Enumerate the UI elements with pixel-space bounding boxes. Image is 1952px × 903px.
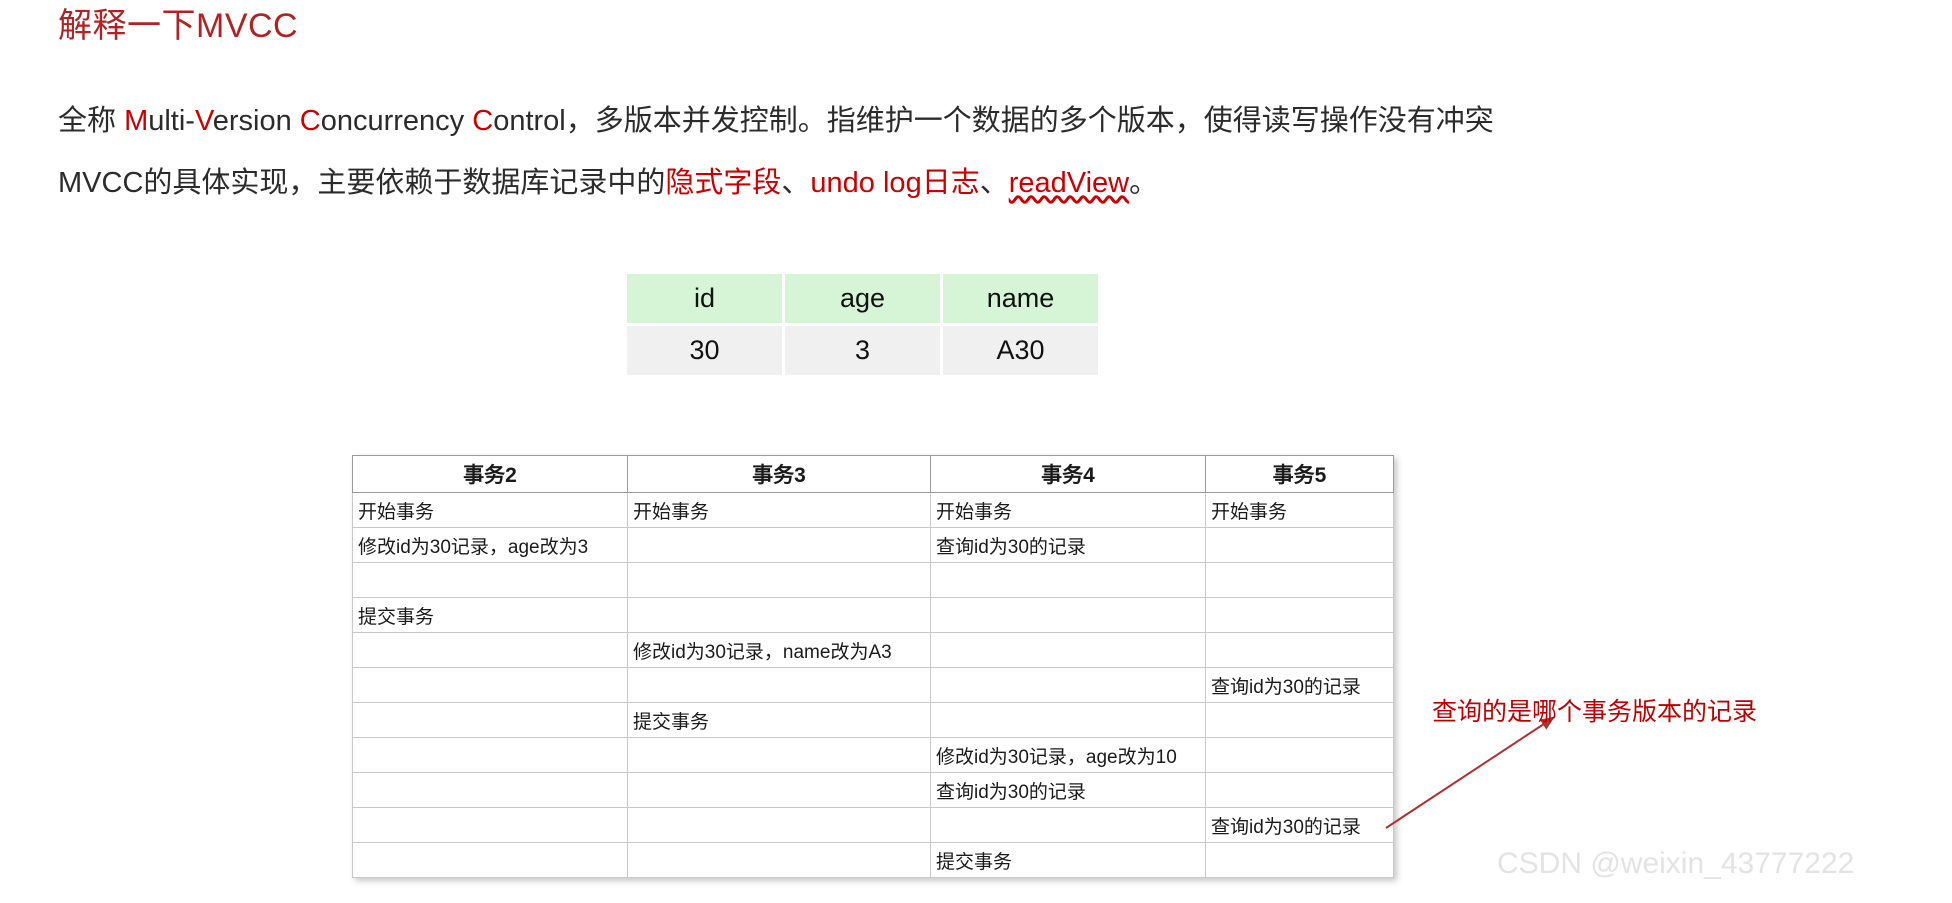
table-row: 查询id为30的记录 (352, 667, 1394, 703)
txn2-cell (352, 737, 628, 773)
annotation-text: 查询的是哪个事务版本的记录 (1432, 698, 1758, 726)
txn2-cell (352, 702, 628, 738)
txn2-cell (352, 807, 628, 843)
txn4-cell: 提交事务 (930, 842, 1206, 878)
txn4-cell (930, 667, 1206, 703)
intro-line-2: MVCC的具体实现，主要依赖于数据库记录中的隐式字段、undo log日志、re… (58, 152, 1858, 214)
txn5-cell (1205, 702, 1394, 738)
transaction-header-txn3: 事务3 (627, 455, 931, 493)
txn3-cell (627, 667, 931, 703)
txn5-cell (1205, 632, 1394, 668)
table-row: 修改id为30记录，name改为A3 (352, 632, 1394, 668)
transaction-table-body: 开始事务 开始事务 开始事务 开始事务 修改id为30记录，age改为3 查询i… (352, 492, 1394, 878)
txn5-cell: 查询id为30的记录 (1205, 807, 1394, 843)
txn5-cell (1205, 527, 1394, 563)
txn2-cell (352, 632, 628, 668)
txn3-cell (627, 842, 931, 878)
term-hidden-fields: 隐式字段 (665, 167, 782, 199)
table-row (352, 562, 1394, 598)
intro-paragraph: 全称 Multi-Version Concurrency Control，多版本… (58, 90, 1858, 214)
txn2-cell (352, 667, 628, 703)
txn3-cell (627, 772, 931, 808)
txn5-cell: 查询id为30的记录 (1205, 667, 1394, 703)
term-readview: readView (1008, 167, 1130, 199)
txn5-cell (1205, 737, 1394, 773)
record-cell-id: 30 (627, 326, 782, 375)
text-ulti: ulti- (148, 105, 195, 137)
table-row: 修改id为30记录，age改为10 (352, 737, 1394, 773)
txn5-cell (1205, 562, 1394, 598)
txn4-cell: 查询id为30的记录 (930, 772, 1206, 808)
txn5-cell (1205, 842, 1394, 878)
letter-v-highlight: V (194, 105, 213, 137)
record-cell-age: 3 (785, 326, 940, 375)
table-row: 提交事务 (352, 597, 1394, 633)
table-row: 提交事务 (352, 842, 1394, 878)
record-data-row: 30 3 A30 (627, 326, 1098, 375)
separator-1: 、 (781, 167, 811, 199)
record-header-id: id (627, 274, 782, 323)
txn4-cell: 查询id为30的记录 (930, 527, 1206, 563)
csdn-watermark: CSDN @weixin_43777222 (1497, 847, 1855, 880)
txn3-cell: 开始事务 (627, 492, 931, 528)
separator-2: 、 (979, 167, 1009, 199)
txn4-cell (930, 807, 1206, 843)
letter-c1-highlight: C (299, 105, 321, 137)
term-undo-log: undo log日志 (810, 167, 980, 199)
txn2-cell (352, 562, 628, 598)
txn4-cell: 修改id为30记录，age改为10 (930, 737, 1206, 773)
txn3-cell: 提交事务 (627, 702, 931, 738)
record-header-name: name (943, 274, 1098, 323)
txn4-cell (930, 597, 1206, 633)
intro-suffix: ，多版本并发控制。指维护一个数据的多个版本，使得读写操作没有冲突 (565, 105, 1494, 137)
txn3-cell: 修改id为30记录，name改为A3 (627, 632, 931, 668)
txn2-cell: 开始事务 (352, 492, 628, 528)
table-row: 开始事务 开始事务 开始事务 开始事务 (352, 492, 1394, 528)
txn5-cell: 开始事务 (1205, 492, 1394, 528)
intro-line-1: 全称 Multi-Version Concurrency Control，多版本… (58, 90, 1858, 152)
txn5-cell (1205, 597, 1394, 633)
record-header-age: age (785, 274, 940, 323)
letter-m-highlight: M (124, 105, 149, 137)
transaction-header-row: 事务2 事务3 事务4 事务5 (352, 455, 1394, 493)
txn3-cell (627, 527, 931, 563)
record-table: id age name 30 3 A30 (624, 271, 1101, 378)
txn5-cell (1205, 772, 1394, 808)
table-row: 提交事务 (352, 702, 1394, 738)
text-ersion: ersion (212, 105, 300, 137)
txn4-cell (930, 562, 1206, 598)
txn2-cell (352, 772, 628, 808)
impl-prefix: MVCC的具体实现，主要依赖于数据库记录中的 (58, 167, 666, 199)
table-row: 查询id为30的记录 (352, 772, 1394, 808)
text-ontrol: ontrol (493, 105, 566, 137)
letter-c2-highlight: C (472, 105, 494, 137)
txn4-cell (930, 702, 1206, 738)
txn2-cell (352, 842, 628, 878)
impl-suffix: 。 (1129, 167, 1159, 199)
transaction-table-container: 事务2 事务3 事务4 事务5 开始事务 开始事务 开始事务 开始事务 修改id… (352, 455, 1394, 878)
txn4-cell: 开始事务 (930, 492, 1206, 528)
txn3-cell (627, 807, 931, 843)
txn4-cell (930, 632, 1206, 668)
txn3-cell (627, 597, 931, 633)
record-cell-name: A30 (943, 326, 1098, 375)
transaction-header-txn4: 事务4 (930, 455, 1206, 493)
txn2-cell: 修改id为30记录，age改为3 (352, 527, 628, 563)
table-row: 查询id为30的记录 (352, 807, 1394, 843)
txn3-cell (627, 562, 931, 598)
record-header-row: id age name (627, 274, 1098, 323)
transaction-header-txn5: 事务5 (1205, 455, 1394, 493)
table-row: 修改id为30记录，age改为3 查询id为30的记录 (352, 527, 1394, 563)
transaction-table: 事务2 事务3 事务4 事务5 开始事务 开始事务 开始事务 开始事务 修改id… (352, 455, 1394, 878)
txn2-cell: 提交事务 (352, 597, 628, 633)
intro-prefix: 全称 (58, 105, 125, 137)
transaction-header-txn2: 事务2 (352, 455, 628, 493)
text-oncurrency: oncurrency (320, 105, 473, 137)
page-title: 解释一下MVCC (58, 7, 299, 45)
txn3-cell (627, 737, 931, 773)
